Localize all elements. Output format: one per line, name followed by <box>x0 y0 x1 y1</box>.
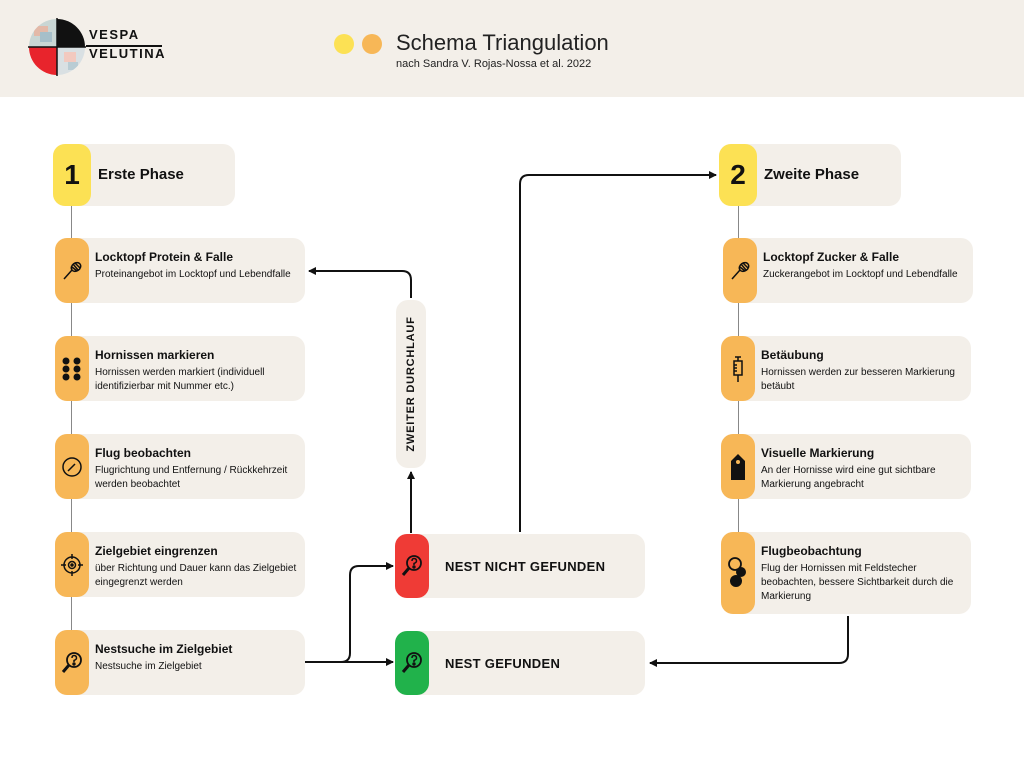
phase1-number: 1 <box>53 144 91 206</box>
step-desc: Hornissen werden zur besseren Markierung… <box>761 367 955 392</box>
step-title: Flug beobachten <box>95 446 191 460</box>
phase2-step-4: Flugbeobachtung Flug der Hornissen mit F… <box>721 532 971 614</box>
second-run-label: ZWEITER DURCHLAUF <box>396 300 426 468</box>
phase2-step-1: Locktopf Zucker & Falle Zuckerangebot im… <box>723 238 973 303</box>
step-desc: Hornissen werden markiert (individuell i… <box>95 367 265 392</box>
phase1-label: Erste Phase <box>98 166 184 183</box>
number-marks-icon <box>55 336 89 401</box>
page-subtitle: nach Sandra V. Rojas-Nossa et al. 2022 <box>396 58 592 70</box>
nest-not-found-label: NEST NICHT GEFUNDEN <box>445 559 606 574</box>
step-title: Visuelle Markierung <box>761 446 875 460</box>
net-icon <box>55 238 89 303</box>
step-title: Flugbeobachtung <box>761 544 862 558</box>
step-title: Zielgebiet eingrenzen <box>95 544 218 558</box>
logo-text: VESPA VELUTINA <box>89 27 166 62</box>
second-run-text: ZWEITER DURCHLAUF <box>405 316 417 452</box>
step-desc: An der Hornisse wird eine gut sichtbare … <box>761 465 936 490</box>
search-question-icon <box>395 534 429 598</box>
step-desc: Nestsuche im Zielgebiet <box>95 661 202 672</box>
phase2-card: 2 Zweite Phase <box>719 144 901 206</box>
target-icon <box>55 532 89 597</box>
phase1-step-2: Hornissen markieren Hornissen werden mar… <box>55 336 305 401</box>
search-question-icon <box>55 630 89 695</box>
step-title: Locktopf Protein & Falle <box>95 250 234 264</box>
step-desc: Proteinangebot im Locktopf und Lebendfal… <box>95 269 291 280</box>
nest-found-card: NEST GEFUNDEN <box>395 631 645 695</box>
nest-found-label: NEST GEFUNDEN <box>445 656 561 671</box>
step-desc: über Richtung und Dauer kann das Zielgeb… <box>95 563 297 588</box>
logo-divider <box>86 45 162 47</box>
syringe-icon <box>721 336 755 401</box>
arrow-phase2-to-found <box>649 616 849 667</box>
arrow-back-to-phase1 <box>308 267 412 298</box>
arrow-to-not-found <box>305 562 394 663</box>
tag-icon <box>721 434 755 499</box>
step-title: Betäubung <box>761 348 824 362</box>
net-icon <box>723 238 757 303</box>
logo-line2: VELUTINA <box>89 46 166 61</box>
page-title: Schema Triangulation <box>396 30 609 55</box>
nest-not-found-card: NEST NICHT GEFUNDEN <box>395 534 645 598</box>
phase1-connector <box>71 205 72 630</box>
yellow-dot <box>334 34 354 54</box>
search-question-icon <box>395 631 429 695</box>
phase2-step-2: Betäubung Hornissen werden zur besseren … <box>721 336 971 401</box>
phase2-number: 2 <box>719 144 757 206</box>
step-desc: Flug der Hornissen mit Feldstecher beoba… <box>761 563 954 602</box>
phase1-step-3: Flug beobachten Flugrichtung und Entfern… <box>55 434 305 499</box>
phase1-step-5: Nestsuche im Zielgebiet Nestsuche im Zie… <box>55 630 305 695</box>
arrow-to-phase2 <box>519 171 717 532</box>
step-title: Hornissen markieren <box>95 348 215 362</box>
compass-icon <box>55 434 89 499</box>
phase2-label: Zweite Phase <box>764 166 860 183</box>
step-desc: Flugrichtung und Entfernung / Rückkehrze… <box>95 465 288 490</box>
logo-line1: VESPA <box>89 27 140 42</box>
binoculars-icon <box>721 532 755 614</box>
step-title: Nestsuche im Zielgebiet <box>95 642 233 656</box>
phase2-step-3: Visuelle Markierung An der Hornisse wird… <box>721 434 971 499</box>
phase1-step-4: Zielgebiet eingrenzen über Richtung und … <box>55 532 305 597</box>
phase1-step-1: Locktopf Protein & Falle Proteinangebot … <box>55 238 305 303</box>
header: VESPA VELUTINA Schema Triangulation nach… <box>0 0 1024 97</box>
orange-dot <box>362 34 382 54</box>
step-title: Locktopf Zucker & Falle <box>763 250 900 264</box>
vespa-velutina-logo <box>28 18 86 76</box>
phase1-card: 1 Erste Phase <box>53 144 235 206</box>
step-desc: Zuckerangebot im Locktopf und Lebendfall… <box>763 269 958 280</box>
